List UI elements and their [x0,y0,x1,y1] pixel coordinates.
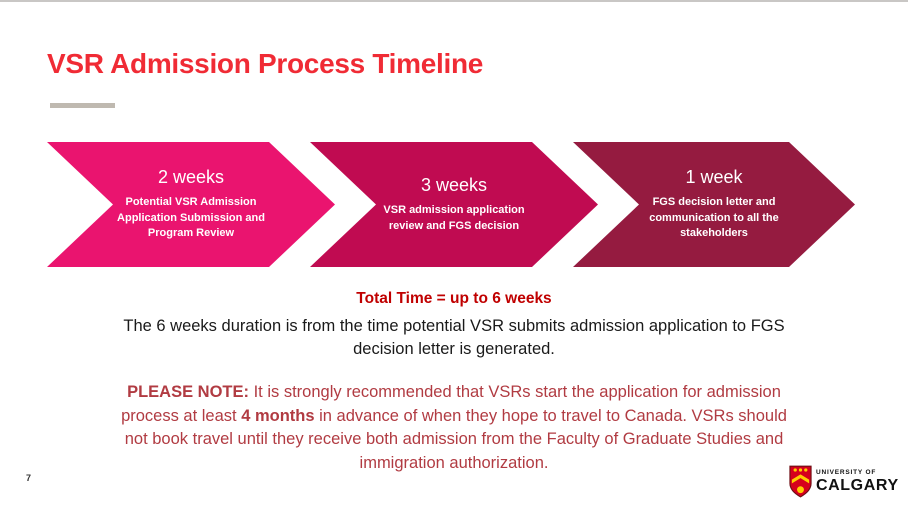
step-duration: 2 weeks [157,167,225,188]
step-description: FGS decision letter and communication to… [649,196,779,240]
timeline-step-2: 3 weeks VSR admission application review… [310,142,598,267]
summary-line: The 6 weeks duration is from the time po… [123,317,785,335]
page-number: 7 [26,473,32,483]
step-duration: 3 weeks [420,174,488,195]
total-time-heading: Total Time = up to 6 weeks [356,290,552,307]
uofc-logo: UNIVERSITY OF CALGARY [789,465,899,498]
summary-line: decision letter is generated. [353,340,555,358]
uofc-crest-icon [789,465,812,498]
step-description: Potential VSR Admission Application Subm… [117,196,265,240]
timeline-step-1: 2 weeks Potential VSR Admission Applicat… [47,142,335,267]
step-description: VSR admission application review and FGS… [383,203,525,232]
total-time-summary: Total Time = up to 6 weeks The 6 weeks d… [0,290,908,361]
process-timeline: 2 weeks Potential VSR Admission Applicat… [0,142,908,267]
uofc-wordmark: UNIVERSITY OF CALGARY [816,469,899,495]
step-duration: 1 week [685,167,743,188]
title-underline [50,103,115,108]
timeline-step-3: 1 week FGS decision letter and communica… [573,142,855,267]
wordmark-calgary: CALGARY [816,476,899,494]
please-note-text: PLEASE NOTE: It is strongly recommended … [0,381,908,475]
page-title: VSR Admission Process Timeline [47,48,484,79]
note-line: immigration authorization. [359,453,549,472]
crest-shield [789,466,812,497]
note-line: not book travel until they receive both … [124,430,784,448]
wordmark-university-of: UNIVERSITY OF [816,468,877,476]
note-line: process at least 4 months in advance of … [121,406,787,425]
note-line: PLEASE NOTE: It is strongly recommended … [127,383,781,401]
